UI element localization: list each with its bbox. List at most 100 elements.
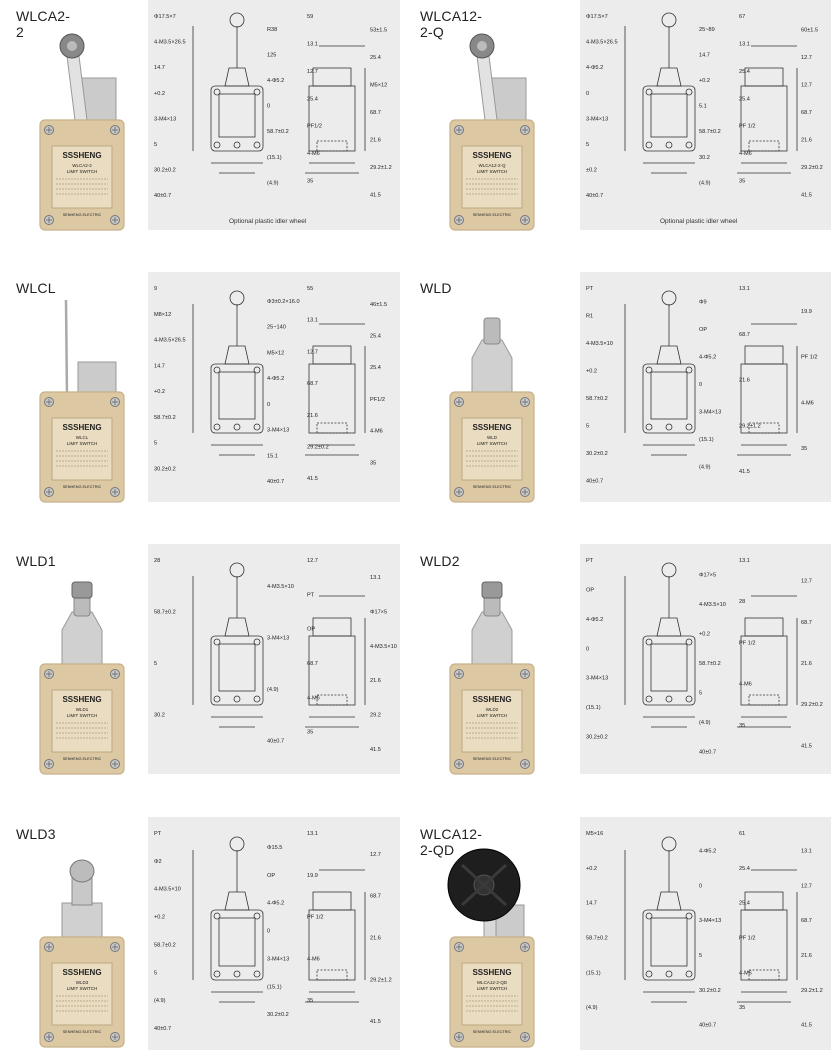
dimension-label: 4-Φ5.2 (267, 376, 284, 382)
metal-head (471, 339, 513, 393)
mount-hole (253, 695, 261, 703)
model-title: WLCA2-2 (16, 8, 71, 40)
dimension-label: 5 (586, 423, 589, 429)
dimension-label: 68.7 (801, 110, 812, 116)
dimension-label: 4-M6 (739, 151, 752, 157)
dimension-drawing (624, 836, 798, 1003)
dimension-labels: Φ17.5×725~894-M3.5×26.514.74-Φ5.2+0.205.… (586, 14, 823, 199)
front-view-window (650, 371, 688, 420)
actuator-circle (661, 836, 677, 852)
dimension-label: 0 (699, 883, 702, 889)
dimension-label: 4-M6 (739, 682, 752, 688)
plate-model: WLD2 (486, 707, 499, 712)
dimension-label: 68.7 (307, 381, 318, 387)
dimension-label: 0 (586, 646, 589, 652)
mount-hole (665, 141, 673, 149)
wheel-spoke-icon (460, 863, 508, 907)
dimension-label: 58.7±0.2 (267, 129, 289, 135)
side-view-head (312, 67, 352, 87)
dimension-label: 40±0.7 (699, 1023, 716, 1029)
dimension-label: 5 (154, 441, 157, 447)
front-view-head (224, 891, 250, 911)
dimension-label: 21.6 (370, 936, 381, 942)
dimension-label: 40±0.7 (267, 738, 284, 744)
dimension-label: 29.2±1.2 (370, 977, 392, 983)
dimension-label: 14.7 (699, 52, 710, 58)
dimension-label: 4-M3.5×10 (370, 644, 397, 650)
maker-label: SENHENG ELECTRIC (63, 1030, 102, 1034)
actuator-circle (229, 290, 245, 306)
dimension-label: Φ17×5 (699, 573, 716, 579)
dimension-label: 12.7 (801, 55, 812, 61)
dimension-label: 13.1 (801, 848, 812, 854)
dimension-label: (15.1) (267, 155, 282, 161)
dimension-label: 3-M4×13 (586, 116, 608, 122)
dimension-label: 19.9 (307, 873, 318, 879)
dimension-label: 25.4 (739, 96, 750, 102)
dimension-label: Φ2 (154, 859, 162, 865)
dimension-label: 25.4 (370, 55, 381, 61)
dimension-label: +0.2 (154, 389, 165, 395)
dimension-label: 68.7 (307, 661, 318, 667)
dimension-label: (15.1) (586, 970, 601, 976)
dimension-label: 35 (739, 723, 745, 729)
dimension-label: 4-M3.5×10 (267, 584, 294, 590)
dimension-label: 4-Φ5.2 (586, 617, 603, 623)
brand-logo: SSSHENG (62, 423, 101, 432)
dimension-label: 4-M3.5×26.5 (154, 338, 186, 344)
dimension-label: PF1/2 (370, 397, 385, 403)
front-view-head (656, 67, 682, 87)
dimension-label: 68.7 (370, 110, 381, 116)
mount-hole (233, 141, 241, 149)
dimension-label: M8×12 (154, 312, 171, 318)
dimension-label: 3-M4×13 (699, 410, 721, 416)
mount-hole (213, 141, 221, 149)
dimension-labels: M5×164-Φ5.2+0.2014.73-M4×1358.7±0.25(15.… (586, 831, 823, 1029)
dimension-label: PF 1/2 (739, 640, 755, 646)
plate-model: WLD (487, 435, 498, 440)
dimension-label: 0 (267, 104, 270, 110)
mount-hole (253, 366, 261, 374)
mount-hole (213, 695, 221, 703)
roller-icon (71, 581, 93, 599)
dimension-label: 4-M6 (307, 956, 320, 962)
dimension-label: 67 (739, 14, 745, 20)
dimension-labels: Φ17.5×7R384-M3.5×26.512514.74-Φ5.2+0.203… (154, 14, 392, 199)
dimension-drawing (624, 12, 798, 174)
model-title: WLCA12-2-QD (420, 826, 483, 858)
dimension-label: 35 (307, 998, 313, 1004)
dimension-label: 9 (154, 286, 157, 292)
dimension-label: (15.1) (699, 437, 714, 443)
mount-hole (645, 970, 653, 978)
brand-logo: SSSHENG (472, 968, 511, 977)
dimension-label: 41.5 (801, 1023, 812, 1029)
dimension-label: 28 (739, 599, 745, 605)
front-view-window (218, 643, 256, 692)
dimension-label: +0.2 (699, 78, 710, 84)
dimension-label: 25.4 (739, 866, 750, 872)
dimension-label: 4-M3.5×26.5 (586, 40, 618, 46)
dimension-label: 35 (739, 179, 745, 185)
plunger (483, 317, 501, 345)
dimension-label: 58.7±0.2 (586, 396, 608, 402)
dimension-label: 40±0.7 (154, 193, 171, 199)
dimension-label: 29.2±1.2 (370, 165, 392, 171)
front-view-window (650, 643, 688, 692)
dimension-label: 21.6 (307, 413, 318, 419)
dimension-label: 14.7 (154, 363, 165, 369)
dimension-label: 4-M3.5×26.5 (154, 40, 186, 46)
actuator-circle (661, 562, 677, 578)
front-view-head (656, 345, 682, 365)
dimension-label: (15.1) (267, 984, 282, 990)
plate-subtitle: LIMIT SWITCH (477, 713, 507, 718)
dimension-label: ±0.2 (586, 168, 597, 174)
dimension-label: 55 (307, 286, 313, 292)
dimension-label: Φ15.5 (267, 845, 282, 851)
